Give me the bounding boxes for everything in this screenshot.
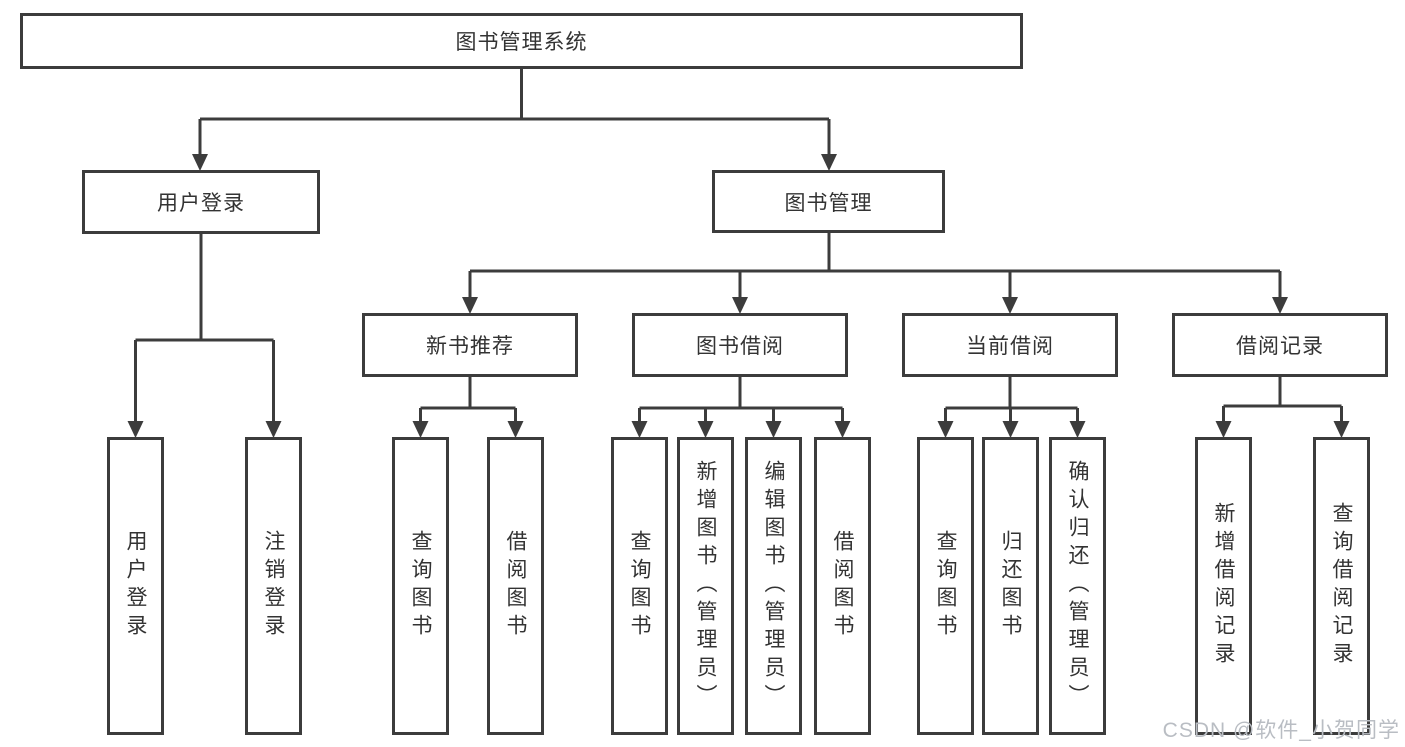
node-book-management: 图书管理: [712, 170, 945, 233]
node-borrow-records: 借阅记录: [1172, 313, 1388, 377]
leaf-edit-books-admin: 编辑图书（管理员）: [745, 437, 802, 735]
leaf-borrow-books-recommend: 借阅图书: [487, 437, 544, 735]
leaf-confirm-return-admin: 确认归还（管理员）: [1049, 437, 1106, 735]
leaf-query-books-borrow: 查询图书: [611, 437, 668, 735]
watermark-text: CSDN @软件_小贺同学: [1162, 719, 1400, 742]
leaf-user-login: 用户登录: [107, 437, 164, 735]
leaf-borrow-books: 借阅图书: [814, 437, 871, 735]
leaf-add-borrow-record: 新增借阅记录: [1195, 437, 1252, 735]
node-book-borrow: 图书借阅: [632, 313, 848, 377]
node-new-book-recommend: 新书推荐: [362, 313, 578, 377]
leaf-query-borrow-record: 查询借阅记录: [1313, 437, 1370, 735]
arrowheads: [127, 154, 1350, 438]
leaf-add-books-admin: 新增图书（管理员）: [677, 437, 734, 735]
leaf-query-books-current: 查询图书: [917, 437, 974, 735]
node-root: 图书管理系统: [20, 13, 1023, 69]
node-user-login: 用户登录: [82, 170, 320, 234]
leaf-logout: 注销登录: [245, 437, 302, 735]
leaf-return-books: 归还图书: [982, 437, 1039, 735]
leaf-query-books-recommend: 查询图书: [392, 437, 449, 735]
node-current-borrow: 当前借阅: [902, 313, 1118, 377]
